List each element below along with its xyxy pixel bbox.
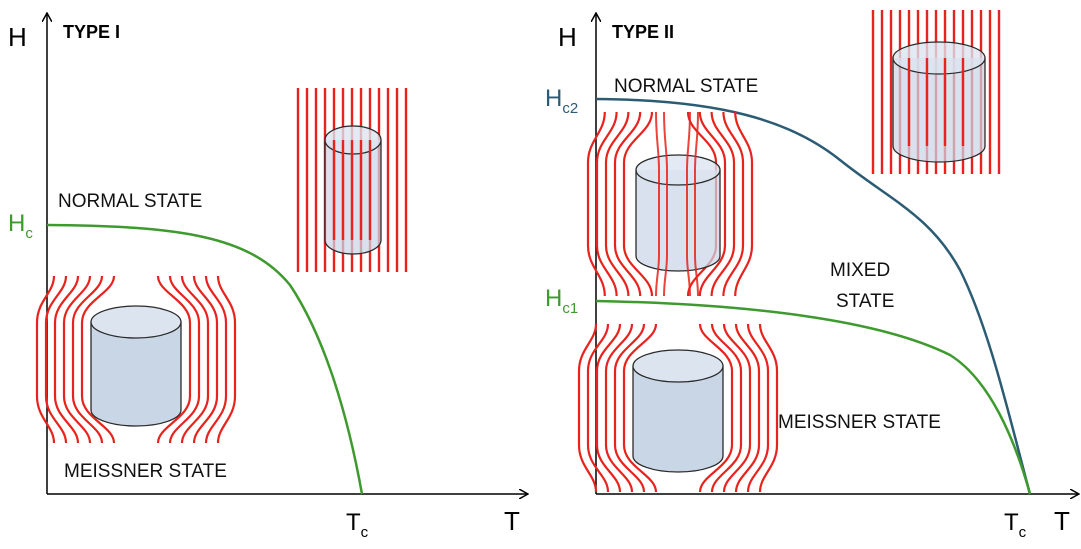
type-ii-normal-state-sample-illustration <box>871 10 1001 174</box>
field-line <box>180 275 210 444</box>
field-line <box>722 323 752 493</box>
type-ii-tc-main: T <box>1004 509 1019 536</box>
type-i-hc-curve <box>46 223 364 495</box>
field-line <box>710 323 743 493</box>
type-i-hc-main: H <box>8 210 25 237</box>
type-i-tc-label: Tc <box>346 509 369 541</box>
flux-tube-line <box>694 111 699 297</box>
sample-cylinder-top <box>90 305 182 339</box>
type-ii-mixed-state-label-line2: STATE <box>836 291 894 312</box>
type-i-meissner-state-label: MEISSNER STATE <box>64 461 227 482</box>
field-line <box>613 111 642 297</box>
field-line <box>577 323 598 493</box>
field-line <box>62 275 92 444</box>
type-i-title: TYPE I <box>63 22 120 42</box>
type-ii-mixed-state-sample-illustration <box>586 111 754 297</box>
field-line <box>595 323 622 493</box>
field-line <box>192 275 219 444</box>
field-line <box>734 323 761 493</box>
type-ii-x-axis-label: T <box>1054 506 1070 536</box>
field-line <box>622 323 658 493</box>
type-ii-hc1-curve <box>595 299 1032 495</box>
type-ii-hc1-label: Hc1 <box>545 285 578 317</box>
type-ii-hc1-main: H <box>545 285 562 312</box>
type-ii-meissner-state-sample-illustration <box>577 323 779 493</box>
type-ii-tc-sub: c <box>1019 524 1027 541</box>
field-line <box>613 323 646 493</box>
type-i-y-axis-label: H <box>8 22 27 52</box>
field-line <box>722 111 745 297</box>
field-line <box>35 275 56 444</box>
type-i-tc-main: T <box>346 509 361 536</box>
field-line <box>156 275 192 444</box>
type-ii-tc-label: Tc <box>1004 509 1027 541</box>
type-ii-meissner-state-label: MEISSNER STATE <box>778 412 941 433</box>
type-i-panel: H TYPE I T Hc Tc NORMAL STATE MEISSNER S… <box>8 14 527 541</box>
sample-cylinder-body <box>635 170 721 272</box>
type-ii-hc2-main: H <box>545 85 562 112</box>
field-line <box>622 111 654 297</box>
sample-cylinder-top <box>892 41 986 75</box>
type-ii-mixed-state-label-line1: MIXED <box>830 260 890 281</box>
type-ii-hc1-sub: c1 <box>562 300 578 317</box>
sample-cylinder-top <box>632 349 724 383</box>
field-line <box>698 111 727 297</box>
field-line <box>586 111 606 297</box>
type-ii-panel: H TYPE II T Hc2 Hc1 Tc NORMAL STATE MIXE… <box>545 10 1078 541</box>
type-i-normal-state-sample-illustration <box>296 88 408 272</box>
sample-cylinder-body <box>90 322 182 427</box>
type-i-normal-state-label: NORMAL STATE <box>58 191 202 212</box>
field-line <box>586 323 610 493</box>
field-line <box>758 323 779 493</box>
field-line <box>698 323 734 493</box>
field-line <box>168 275 201 444</box>
flux-tube-line <box>655 111 660 297</box>
field-line <box>71 275 104 444</box>
type-i-tc-sub: c <box>361 524 369 541</box>
type-ii-hc2-sub: c2 <box>562 100 578 117</box>
field-line <box>44 275 68 444</box>
flux-tube-line <box>663 111 668 297</box>
type-i-hc-sub: c <box>25 225 33 242</box>
field-line <box>604 323 634 493</box>
type-ii-hc2-label: Hc2 <box>545 85 578 117</box>
field-line <box>204 275 228 444</box>
type-i-x-axis-label: T <box>504 506 520 536</box>
field-line <box>604 111 630 297</box>
field-line <box>80 275 116 444</box>
type-i-meissner-state-sample-illustration <box>35 275 237 444</box>
field-line <box>53 275 80 444</box>
field-line <box>710 111 736 297</box>
type-ii-normal-state-label: NORMAL STATE <box>614 76 758 97</box>
sample-cylinder-body <box>632 366 724 473</box>
flux-tube-line <box>686 111 691 297</box>
field-line <box>746 323 770 493</box>
field-line <box>216 275 237 444</box>
field-line <box>595 111 618 297</box>
type-ii-title: TYPE II <box>612 22 674 42</box>
type-i-hc-label: Hc <box>8 210 33 242</box>
sample-cylinder-top <box>635 154 721 186</box>
type-ii-y-axis-label: H <box>558 22 577 52</box>
field-line <box>734 111 754 297</box>
